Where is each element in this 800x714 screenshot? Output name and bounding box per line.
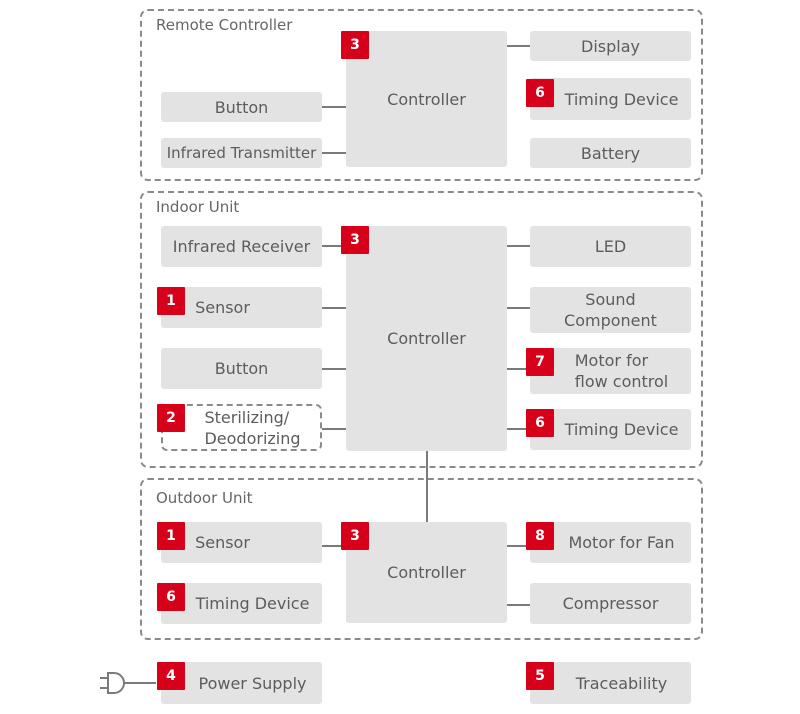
- connector: [322, 545, 346, 547]
- indoor-unit-title: Indoor Unit: [156, 198, 240, 216]
- badge-5: 5: [526, 662, 554, 690]
- display-box: Display: [530, 31, 691, 61]
- remote-timing-device-box: Timing Device: [530, 78, 691, 120]
- indoor-unit-section: [140, 191, 703, 468]
- battery-box: Battery: [530, 138, 691, 168]
- box-label: Timing Device: [564, 89, 679, 109]
- led-box: LED: [530, 226, 691, 267]
- box-label: Sensor: [195, 533, 250, 552]
- box-label: Button: [214, 359, 269, 378]
- badge-6: 6: [526, 79, 554, 107]
- connector: [507, 545, 530, 547]
- outdoor-unit-section: [140, 478, 703, 640]
- connector: [507, 368, 530, 370]
- box-label: Sensor: [195, 298, 250, 317]
- outdoor-controller-block: Controller: [346, 522, 507, 623]
- connector: [322, 245, 346, 247]
- connector: [322, 368, 346, 370]
- connector: [507, 245, 530, 247]
- box-label: Motor for flow control: [574, 351, 669, 391]
- badge-3: 3: [341, 226, 369, 254]
- controller-label: Controller: [387, 329, 466, 348]
- box-label: Compressor: [562, 594, 659, 613]
- controller-label: Controller: [387, 563, 466, 582]
- remote-controller-title: Remote Controller: [156, 16, 293, 34]
- connector: [322, 428, 346, 430]
- outdoor-unit-title: Outdoor Unit: [156, 489, 253, 507]
- compressor-box: Compressor: [530, 583, 691, 624]
- box-label: Infrared Transmitter: [166, 143, 317, 162]
- indoor-outdoor-link: [426, 451, 428, 522]
- box-label: Power Supply: [198, 673, 307, 693]
- box-label: Battery: [580, 143, 641, 163]
- connector: [507, 428, 530, 430]
- box-label: Sterilizing/ Deodorizing: [204, 407, 301, 448]
- badge-1: 1: [157, 522, 185, 550]
- badge-3: 3: [341, 522, 369, 550]
- connector: [322, 307, 346, 309]
- sterilizing-deodorizing-box: Sterilizing/ Deodorizing: [161, 404, 322, 451]
- outdoor-sensor-box: Sensor: [161, 522, 322, 563]
- connector: [507, 45, 530, 47]
- motor-fan-box: Motor for Fan: [530, 522, 691, 563]
- indoor-button-box: Button: [161, 348, 322, 389]
- connector: [322, 152, 346, 154]
- infrared-receiver-box: Infrared Receiver: [161, 226, 322, 267]
- box-label: Timing Device: [195, 594, 310, 613]
- box-label: Display: [581, 36, 640, 56]
- remote-button-box: Button: [161, 92, 322, 122]
- box-label: Infrared Receiver: [172, 237, 311, 256]
- indoor-controller-block: Controller: [346, 226, 507, 451]
- sound-component-box: Sound Component: [530, 287, 691, 333]
- badge-4: 4: [157, 662, 185, 690]
- controller-label: Controller: [387, 89, 466, 109]
- badge-2: 2: [157, 404, 185, 432]
- badge-7: 7: [526, 348, 554, 376]
- connector: [507, 604, 530, 606]
- badge-6: 6: [157, 583, 185, 611]
- badge-1: 1: [157, 287, 185, 315]
- box-label: Timing Device: [564, 420, 679, 439]
- indoor-timing-device-box: Timing Device: [530, 409, 691, 450]
- connector: [322, 106, 346, 108]
- outdoor-timing-device-box: Timing Device: [161, 583, 322, 624]
- box-label: Sound Component: [564, 290, 657, 330]
- power-plug-icon: [100, 672, 156, 694]
- badge-8: 8: [526, 522, 554, 550]
- box-label: Motor for Fan: [568, 533, 675, 552]
- badge-3: 3: [341, 31, 369, 59]
- connector: [507, 307, 530, 309]
- remote-controller-block: Controller: [346, 31, 507, 167]
- badge-6: 6: [526, 409, 554, 437]
- traceability-box: Traceability: [530, 662, 691, 704]
- power-supply-box: Power Supply: [161, 662, 322, 704]
- motor-flow-control-box: Motor for flow control: [530, 348, 691, 394]
- remote-controller-section: [140, 9, 703, 181]
- box-label: LED: [594, 237, 627, 256]
- indoor-sensor-box: Sensor: [161, 287, 322, 328]
- box-label: Traceability: [575, 673, 668, 693]
- box-label: Button: [214, 97, 269, 117]
- infrared-transmitter-box: Infrared Transmitter: [161, 138, 322, 168]
